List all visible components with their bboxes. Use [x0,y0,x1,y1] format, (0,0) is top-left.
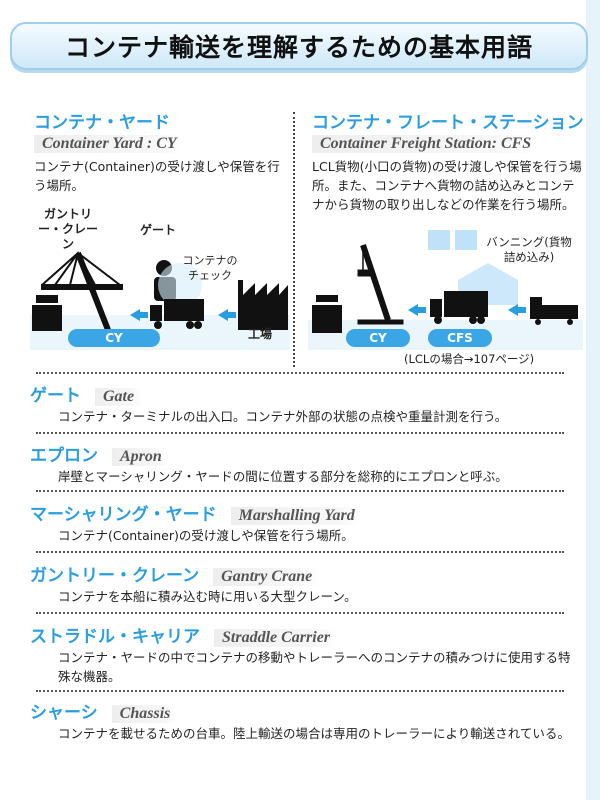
term-title: ストラドル・キャリア [30,627,200,647]
divider [36,612,564,614]
divider [36,432,564,434]
crane-label: ガントリー・クレーン [38,207,99,251]
term-title: マーシャリング・ヤード [30,505,217,525]
term-english: Marshalling Yard [230,507,363,525]
cfs-section: コンテナ・フレート・ステーション Container Freight Stati… [312,108,584,214]
term-english: Apron [112,448,170,466]
truck-icon [430,291,488,324]
term-desc: コンテナ・ターミナルの出入口。コンテナ外部の状態の点検や重量計測を行う。 [58,409,508,424]
cy-desc: コンテナ(Container)の受け渡しや保管を行う場所。 [34,159,280,193]
cy-pill: CY [68,329,160,347]
cy-pill: CY [346,329,410,347]
vanning-label: バンニング(貨物詰め込み) [486,235,572,264]
term-english: Straddle Carrier [214,629,339,647]
term-marshalling-yard: マーシャリング・ヤード Marshalling Yard コンテナ(Containe… [30,500,578,545]
term-desc: コンテナ(Container)の受け渡しや保管を行う場所。 [58,528,354,543]
term-english: Gantry Crane [213,568,321,586]
column-divider [293,112,295,367]
term-title: ゲート [30,386,81,406]
cfs-heading: コンテナ・フレート・ステーション [312,113,584,133]
divider [36,490,564,492]
arrow-left-icon [130,309,236,321]
term-title: ガントリー・クレーン [30,566,200,586]
cy-diagram: ガントリー・クレーン ゲート コンテナのチェック 工場 CY [30,205,290,355]
lcl-note: (LCLの場合→107ページ) [404,352,535,366]
term-straddle-carrier: ストラドル・キャリア Straddle Carrier コンテナ・ヤードの中でコンテ… [30,622,578,686]
cfs-diagram: バンニング(貨物詰め込み) CY CFS (LCLの場合→107ページ) [308,225,588,370]
term-english: Chassis [111,705,179,723]
cfs-english: Container Freight Station: CFS [312,135,540,153]
small-truck-icon [530,297,578,325]
cy-section: コンテナ・ヤード Container Yard : CY コンテナ(Contai… [34,108,284,195]
gate-label: ゲート [140,223,177,237]
divider [36,690,564,692]
cfs-pill: CFS [428,329,492,347]
crane-icon [357,244,404,325]
divider [36,551,564,553]
term-desc: コンテナを本船に積み込む時に用いる大型クレーン。 [58,589,357,604]
title-banner: コンテナ輸送を理解するための基本用語 [10,22,588,70]
check-label: コンテナのチェック [182,254,238,282]
term-desc: コンテナを載せるための台車。陸上輸送の場合は専用のトレーラーにより輸送されている… [58,726,570,741]
term-gantry-crane: ガントリー・クレーン Gantry Crane コンテナを本船に積み込む時に用いる大… [30,561,578,606]
term-desc: 岸壁とマーシャリング・ヤードの間に位置する部分を総称的にエプロンと呼ぶ。 [58,469,508,484]
cy-english: Container Yard : CY [34,135,185,153]
page-title: コンテナ輸送を理解するための基本用語 [64,33,533,62]
divider [36,372,564,374]
term-gate: ゲート Gate コンテナ・ターミナルの出入口。コンテナ外部の状態の点検や重量計測を… [30,381,578,426]
term-english: Gate [95,388,143,406]
factory-label: 工場 [248,327,273,341]
page-edge [586,0,600,800]
cfs-desc: LCL貨物(小口の貨物)の受け渡しや保管を行う場所。また、コンテナへ貨物の詰め込… [312,159,582,212]
term-apron: エプロン Apron 岸壁とマーシャリング・ヤードの間に位置する部分を総称的にエプロ… [30,441,578,486]
factory-icon [238,280,288,330]
cy-heading: コンテナ・ヤード [34,113,170,133]
term-chassis: シャーシ Chassis コンテナを載せるための台車。陸上輸送の場合は専用のトレーラ… [30,698,578,743]
truck-icon [150,299,204,329]
ship-icon [32,295,62,331]
term-desc: コンテナ・ヤードの中でコンテナの移動やトレーラーへのコンテナの積みつけに使用する… [58,650,571,684]
term-title: シャーシ [30,703,98,723]
term-title: エプロン [30,446,98,466]
